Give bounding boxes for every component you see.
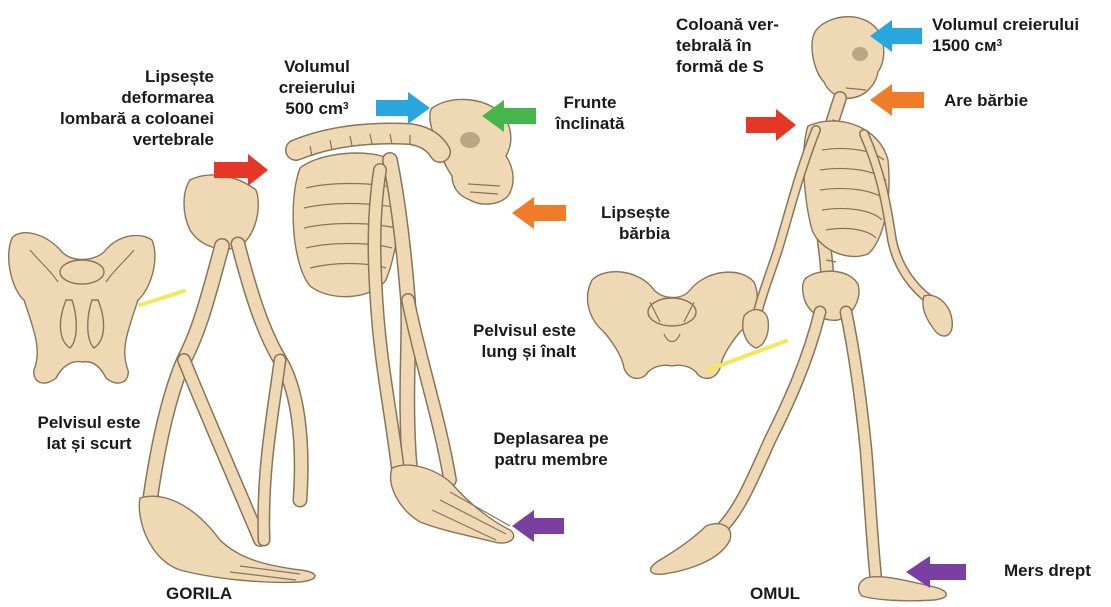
arrow-red-icon <box>746 109 796 141</box>
gorilla-pelvis-label: Pelvisul este lat și scurt <box>24 412 154 454</box>
human-brain-label: Volumul creierului 1500 см3 <box>932 14 1107 56</box>
gorilla-brain-label: Volumul creierului 500 cm3 <box>262 56 372 119</box>
arrow-purple-icon <box>512 510 564 542</box>
gorilla-pelvis-pointer <box>140 291 184 305</box>
human-chin-label: Are bărbie <box>944 90 1064 111</box>
human-spine-label: Coloană ver- tebrală în formă de S <box>676 14 796 77</box>
gorilla-pelvis-icon <box>9 233 155 383</box>
gorilla-caption: GORILA <box>166 584 232 604</box>
arrow-orange-icon <box>870 84 924 116</box>
gorilla-lumbar-label: Lipsește deformarea lombară a coloanei v… <box>18 66 214 150</box>
human-pelvis-label: Pelvisul este lung și înalt <box>458 320 576 362</box>
human-caption: OMUL <box>750 584 800 604</box>
arrow-orange-icon <box>512 197 566 229</box>
gorilla-locomotion-label: Deplasarea pe patru membre <box>476 428 626 470</box>
gorilla-forehead-label: Frunte înclinată <box>540 92 640 134</box>
gorilla-chin-label: Lipsește bărbia <box>574 202 670 244</box>
human-locomotion-label: Mers drept <box>1004 560 1108 581</box>
arrow-blue-icon <box>376 92 430 124</box>
